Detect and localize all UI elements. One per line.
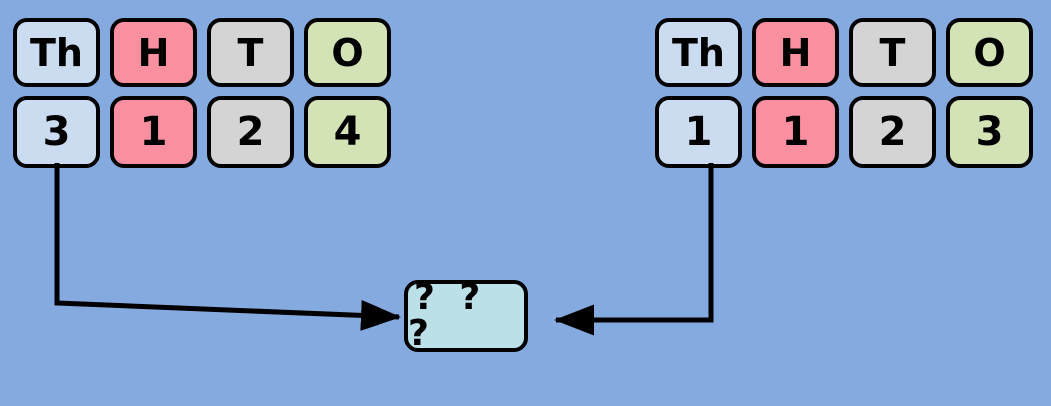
right-header-ones[interactable]: O [946,18,1033,87]
left-header-thousands[interactable]: Th [13,18,100,87]
left-header-row: Th H T O [13,18,391,87]
right-place-value-group: Th H T O 1 1 2 3 [655,18,1033,168]
right-header-thousands[interactable]: Th [655,18,742,87]
right-connector-arrow [553,163,714,336]
left-digit-thousands[interactable]: 3 [13,96,100,168]
left-digit-row: 3 1 2 4 [13,96,391,168]
right-header-tens[interactable]: T [849,18,936,87]
left-header-hundreds[interactable]: H [110,18,197,87]
right-digit-ones[interactable]: 3 [946,96,1033,168]
left-header-ones[interactable]: O [304,18,391,87]
left-digit-hundreds[interactable]: 1 [110,96,197,168]
right-digit-thousands[interactable]: 1 [655,96,742,168]
right-digit-row: 1 1 2 3 [655,96,1033,168]
right-header-row: Th H T O [655,18,1033,87]
left-header-tens[interactable]: T [207,18,294,87]
left-connector-arrow [54,163,401,331]
right-digit-hundreds[interactable]: 1 [752,96,839,168]
result-unknown-box[interactable]: ? ? ? [404,280,528,352]
left-digit-tens[interactable]: 2 [207,96,294,168]
left-digit-ones[interactable]: 4 [304,96,391,168]
right-digit-tens[interactable]: 2 [849,96,936,168]
right-header-hundreds[interactable]: H [752,18,839,87]
left-place-value-group: Th H T O 3 1 2 4 [13,18,391,168]
